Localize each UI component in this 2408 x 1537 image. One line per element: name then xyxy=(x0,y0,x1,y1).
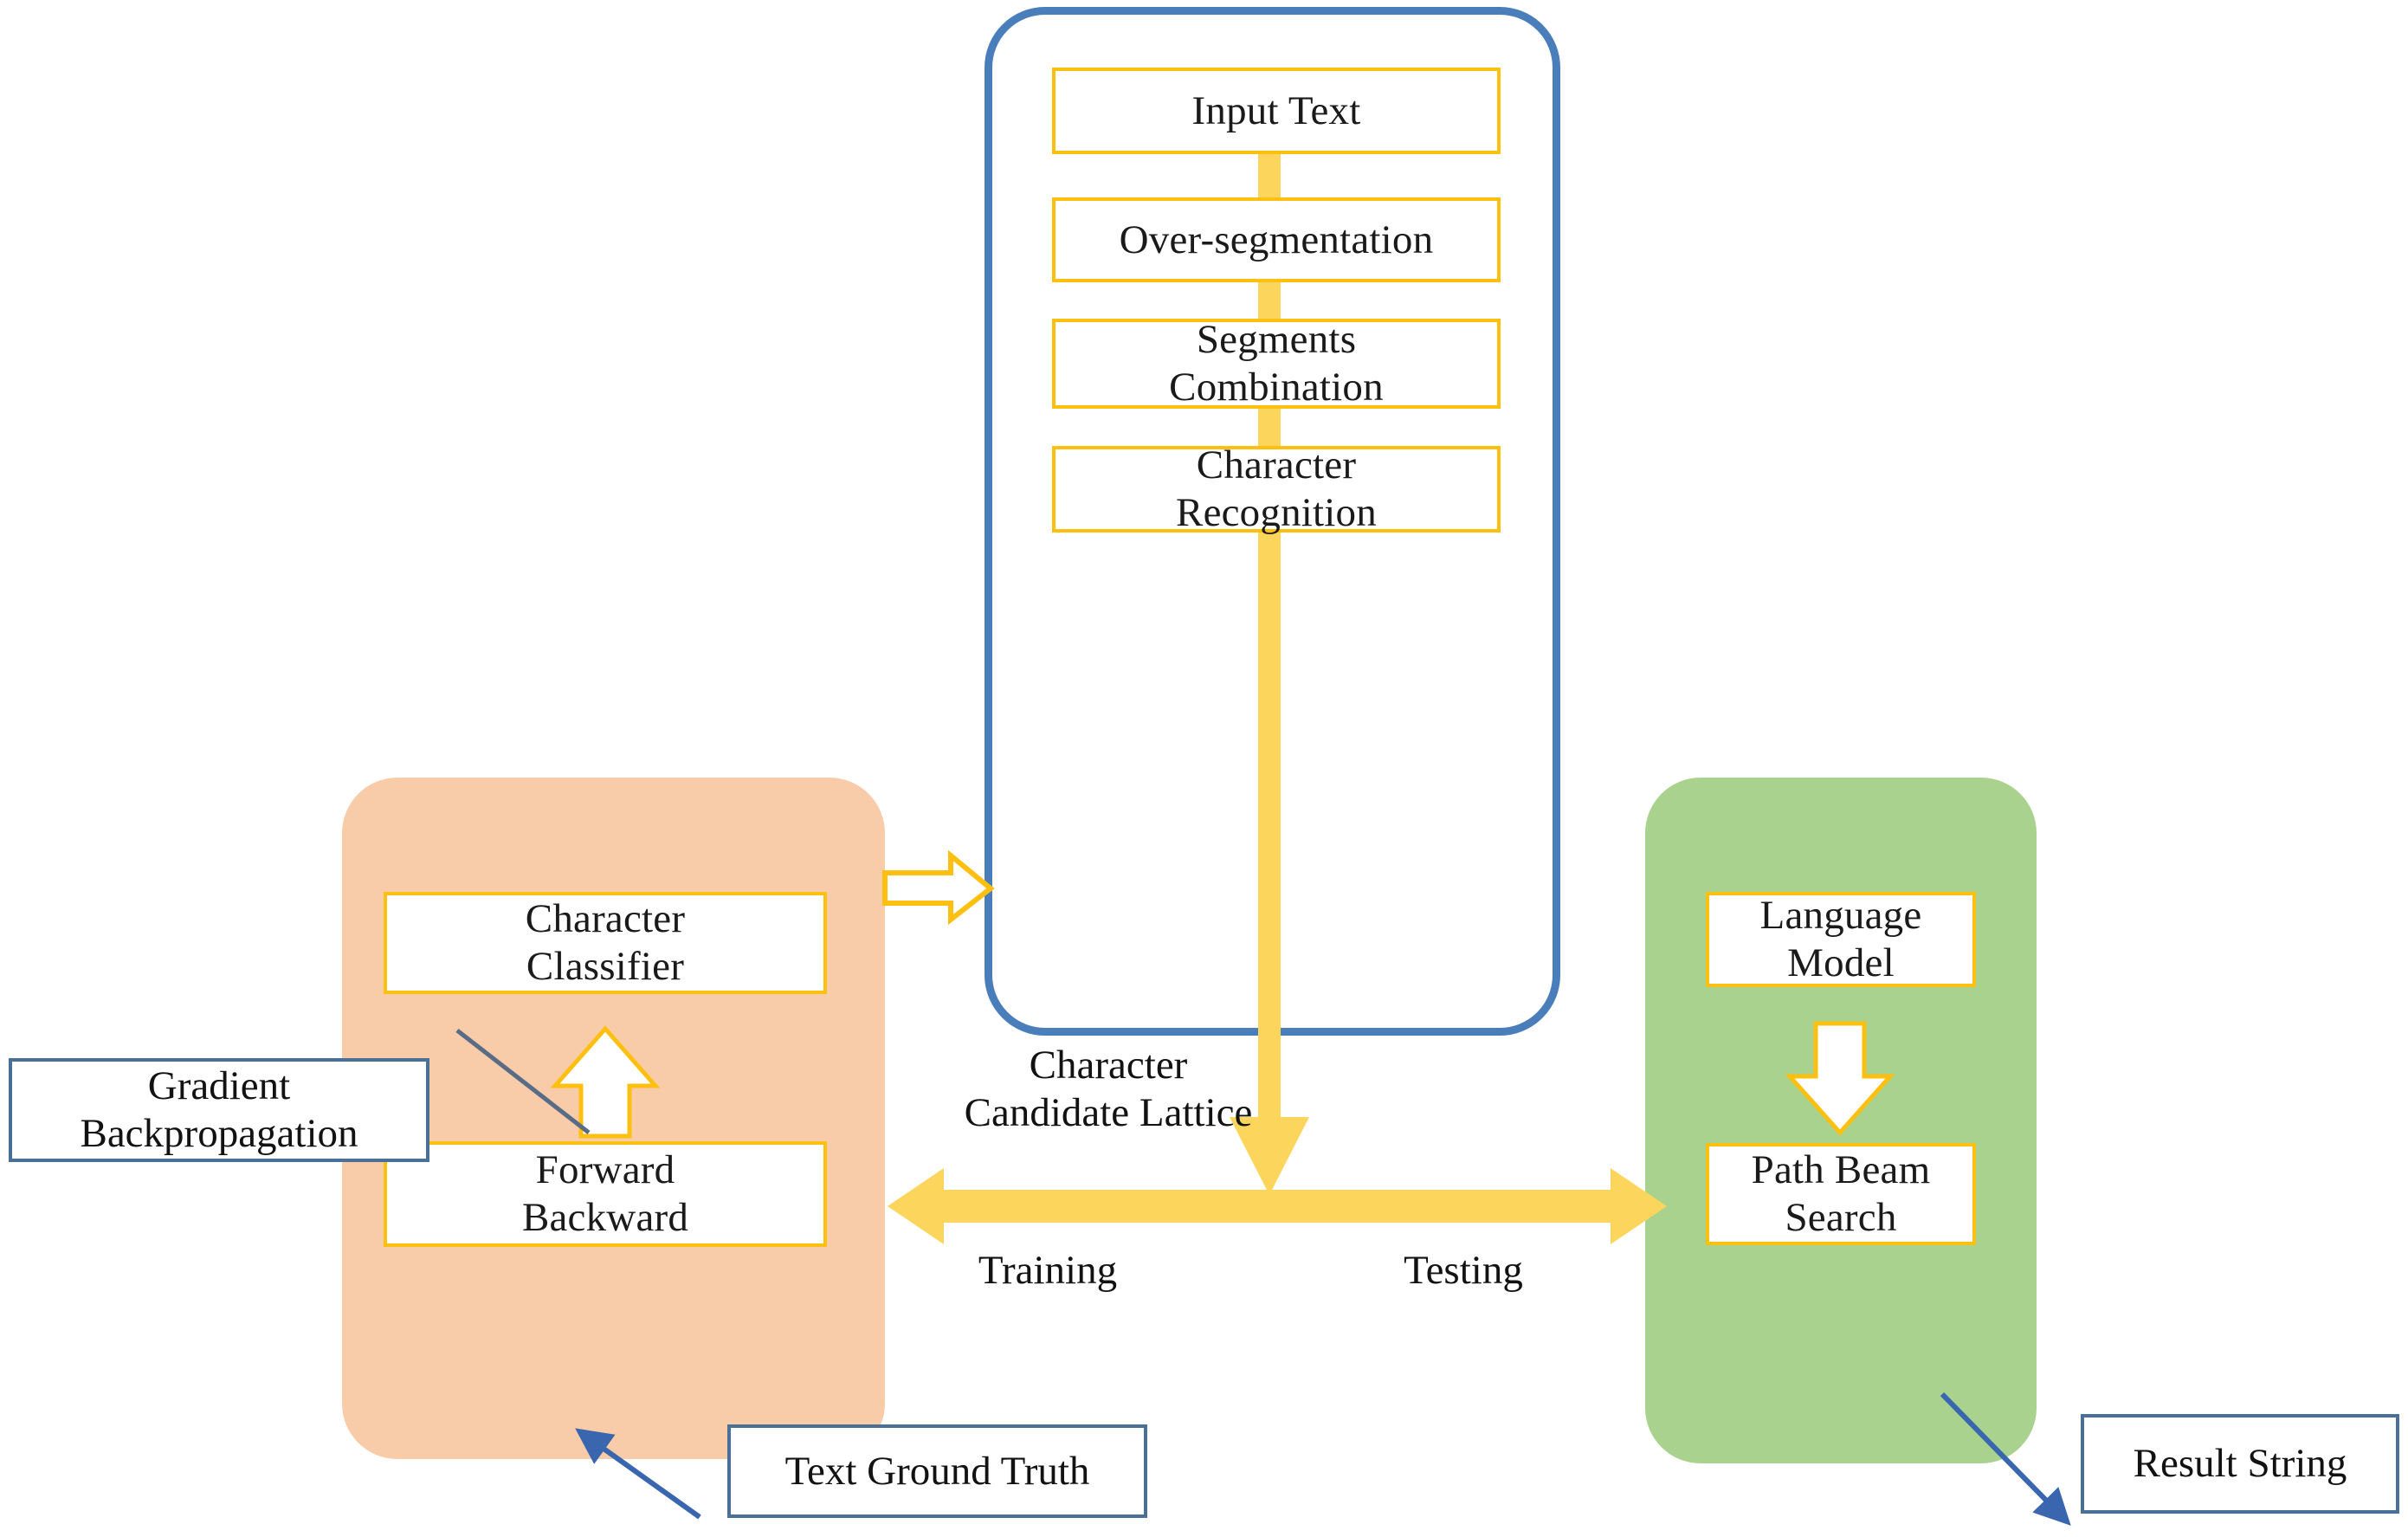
annotation-result-string[interactable]: Result String xyxy=(2081,1414,2399,1514)
testing-box-label: Language Model xyxy=(1759,893,1922,985)
training-box-forward-backward[interactable]: Forward Backward xyxy=(384,1141,827,1247)
annotation-text-ground-truth[interactable]: Text Ground Truth xyxy=(727,1424,1147,1518)
annotation-label: Result String xyxy=(2133,1441,2347,1487)
testing-box-label: Path Beam Search xyxy=(1751,1147,1931,1240)
training-mode-label: Training xyxy=(978,1248,1118,1293)
testing-panel xyxy=(1645,778,2037,1463)
testing-box-language-model[interactable]: Language Model xyxy=(1706,892,1976,987)
pipeline-step-input-text[interactable]: Input Text xyxy=(1052,68,1501,154)
pipeline-step-over-segmentation[interactable]: Over-segmentation xyxy=(1052,197,1501,282)
training-box-character-classifier[interactable]: Character Classifier xyxy=(384,892,827,994)
testing-mode-label: Testing xyxy=(1404,1248,1523,1293)
lattice-arrow-shaft xyxy=(1258,528,1281,1134)
annotation-label: Gradient Backpropagation xyxy=(80,1063,358,1156)
pipeline-connector-2 xyxy=(1258,279,1281,320)
character-candidate-lattice-label: Character Candidate Lattice xyxy=(964,1043,1253,1135)
pipeline-step-label: Over-segmentation xyxy=(1119,216,1434,262)
pipeline-step-character-recognition[interactable]: Character Recognition xyxy=(1052,442,1501,535)
annotation-gradient-backpropagation[interactable]: Gradient Backpropagation xyxy=(9,1058,429,1162)
annotation-label: Text Ground Truth xyxy=(784,1448,1090,1494)
pipeline-step-label: Segments Combination xyxy=(1169,317,1384,410)
pipeline-step-label: Input Text xyxy=(1191,87,1361,133)
pipeline-step-segments-combination[interactable]: Segments Combination xyxy=(1052,317,1501,410)
pipeline-step-label: Character Recognition xyxy=(1176,442,1377,535)
testing-box-path-beam-search[interactable]: Path Beam Search xyxy=(1706,1143,1976,1245)
training-box-label: Character Classifier xyxy=(525,896,686,989)
training-box-label: Forward Backward xyxy=(521,1147,689,1240)
pipeline-connector-3 xyxy=(1258,405,1281,449)
